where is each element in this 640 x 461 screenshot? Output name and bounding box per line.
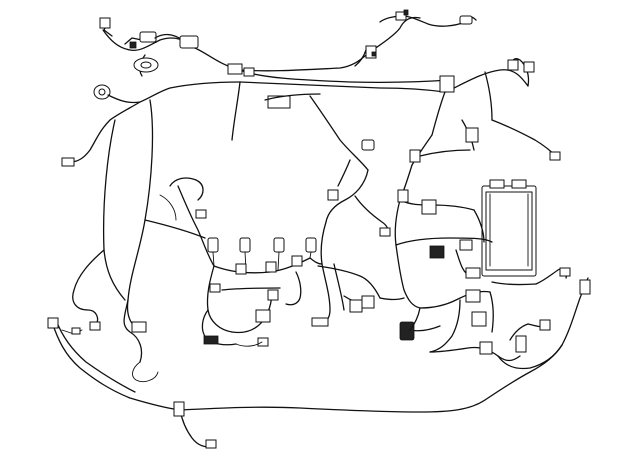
right-battery-assembly bbox=[394, 164, 571, 309]
top-main-harness bbox=[194, 9, 477, 84]
center-lower-harness bbox=[285, 263, 381, 327]
injector-harness bbox=[169, 177, 317, 347]
connecting-wires bbox=[144, 81, 405, 301]
top-left-connector-cluster bbox=[99, 17, 199, 77]
bottom-long-harness bbox=[47, 277, 591, 449]
center-harness bbox=[264, 93, 391, 265]
left-side-harness bbox=[61, 81, 446, 383]
right-upper-harness bbox=[409, 58, 561, 166]
lower-right-cluster bbox=[399, 289, 563, 370]
